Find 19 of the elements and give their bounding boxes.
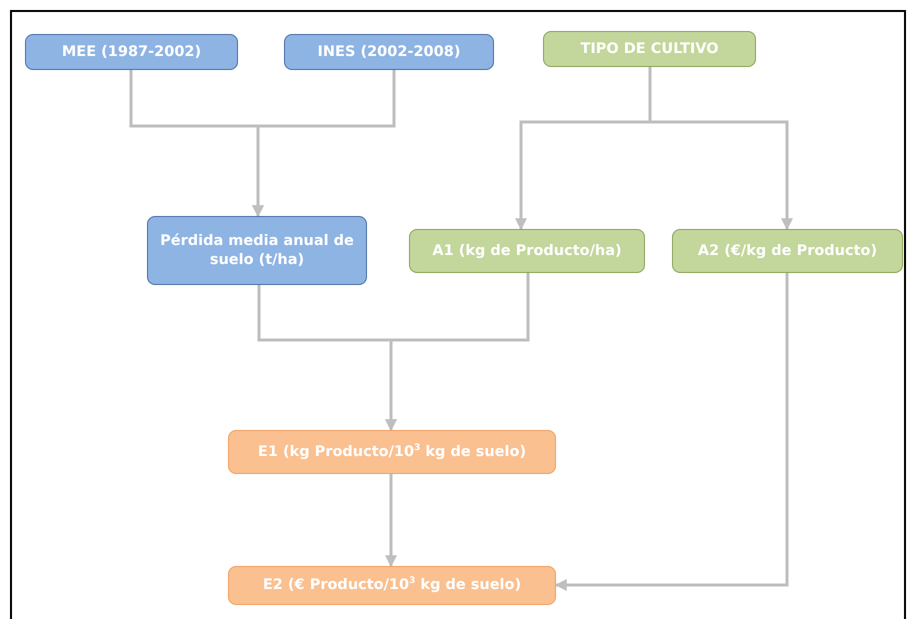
process-box [284, 34, 494, 70]
box-label: MEE (1987-2002) [62, 42, 202, 62]
arrow [554, 273, 788, 591]
box-label: A1 (kg de Producto/ha) [432, 242, 622, 260]
process-box [228, 566, 556, 605]
box-label: TIPO DE CULTIVO [580, 40, 719, 58]
box-label: Pérdida media anual de suelo (t/ha) [159, 232, 355, 270]
process-box [147, 216, 367, 285]
box-label: E2 (€ Producto/10$^{3}$ kg de suelo) [262, 576, 522, 595]
arrow [648, 67, 793, 230]
box-label: INES (2002-2008) [318, 42, 460, 62]
process-box [25, 34, 238, 70]
process-box [409, 229, 645, 273]
process-box [672, 229, 903, 273]
process-box [228, 430, 556, 474]
box-label: A2 (€/kg de Producto) [698, 242, 878, 260]
box-label: E1 (kg Producto/10$^{3}$ kg de suelo) [258, 442, 526, 462]
process-box [543, 31, 756, 67]
arrow [385, 474, 397, 568]
